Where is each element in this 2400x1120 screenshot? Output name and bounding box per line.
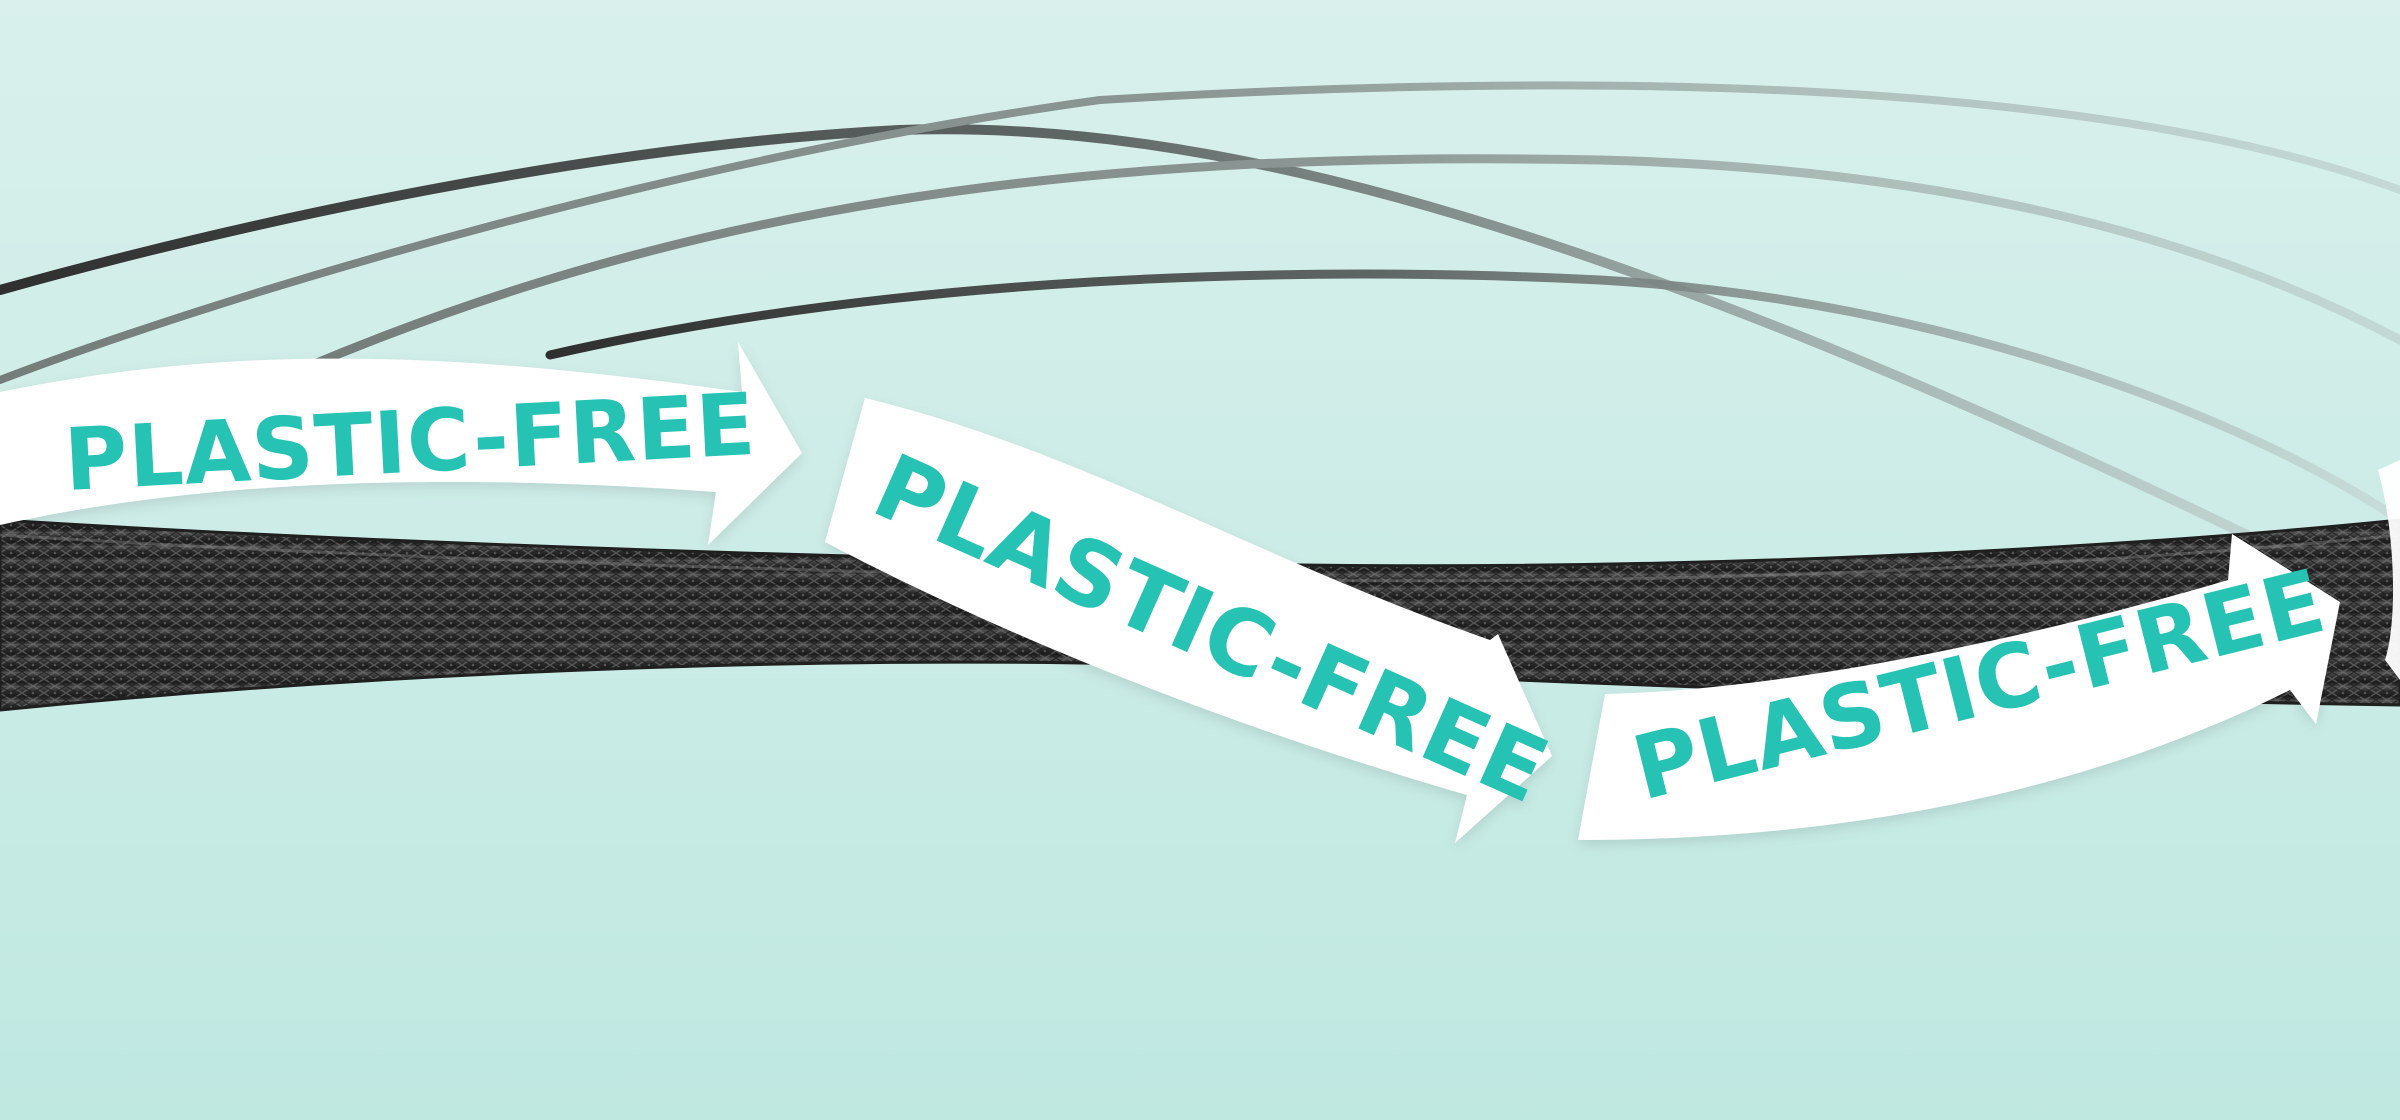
plastic-free-arrow-1: PLASTIC-FREE (0, 342, 802, 545)
wire-1 (0, 124, 2400, 615)
wire-3 (295, 154, 2400, 375)
wire-2 (0, 81, 2400, 384)
wire-4 (545, 269, 2400, 525)
partial-arrow-right (2378, 460, 2400, 680)
